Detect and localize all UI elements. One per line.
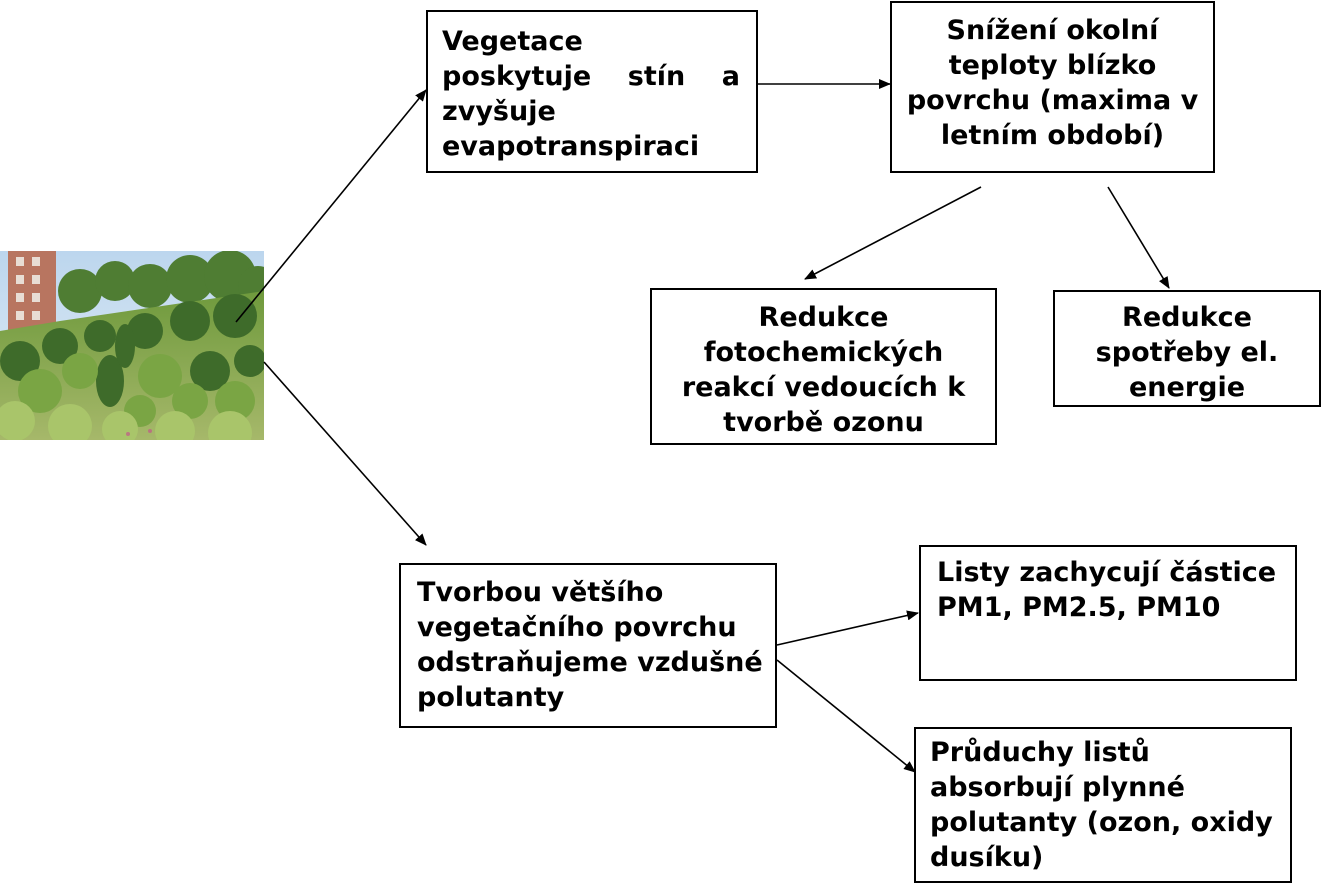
arrow-pollutant-to-particulate: [776, 610, 919, 646]
box-temperature-reduction: Snížení okolní teploty blízko povrchu (m…: [890, 1, 1215, 173]
box-particulate-capture: Listy zachycují částice PM1, PM2.5, PM10: [919, 545, 1297, 681]
box-vegetation-shade-text: Vegetace poskytuje stín a zvyšuje evapot…: [442, 26, 740, 162]
box-gas-absorption-text: Průduchy listů absorbují plynné polutant…: [930, 737, 1273, 873]
arrow-photo-to-shade: [235, 89, 427, 323]
box-ozone-reduction: Redukce fotochemických reakcí vedoucích …: [650, 288, 997, 445]
box-pollutant-removal: Tvorbou většího vegetačního povrchu odst…: [399, 563, 777, 728]
arrow-temperature-to-energy: [1107, 186, 1170, 289]
arrow-pollutant-to-gas: [776, 659, 916, 773]
box-temperature-reduction-text: Snížení okolní teploty blízko povrchu (m…: [906, 15, 1199, 151]
box-energy-reduction-text: Redukce spotřeby el. energie: [1095, 302, 1279, 403]
box-pollutant-removal-text: Tvorbou většího vegetačního povrchu odst…: [417, 577, 763, 713]
vegetation-photo: [0, 251, 264, 440]
arrow-photo-to-pollutant: [263, 361, 427, 546]
box-ozone-reduction-text: Redukce fotochemických reakcí vedoucích …: [681, 302, 966, 438]
box-vegetation-shade: Vegetace poskytuje stín a zvyšuje evapot…: [426, 10, 758, 173]
box-gas-absorption: Průduchy listů absorbují plynné polutant…: [914, 727, 1292, 883]
box-energy-reduction: Redukce spotřeby el. energie: [1053, 290, 1321, 407]
box-particulate-capture-text: Listy zachycují částice PM1, PM2.5, PM10: [937, 557, 1277, 623]
arrow-temperature-to-ozone: [804, 186, 982, 280]
